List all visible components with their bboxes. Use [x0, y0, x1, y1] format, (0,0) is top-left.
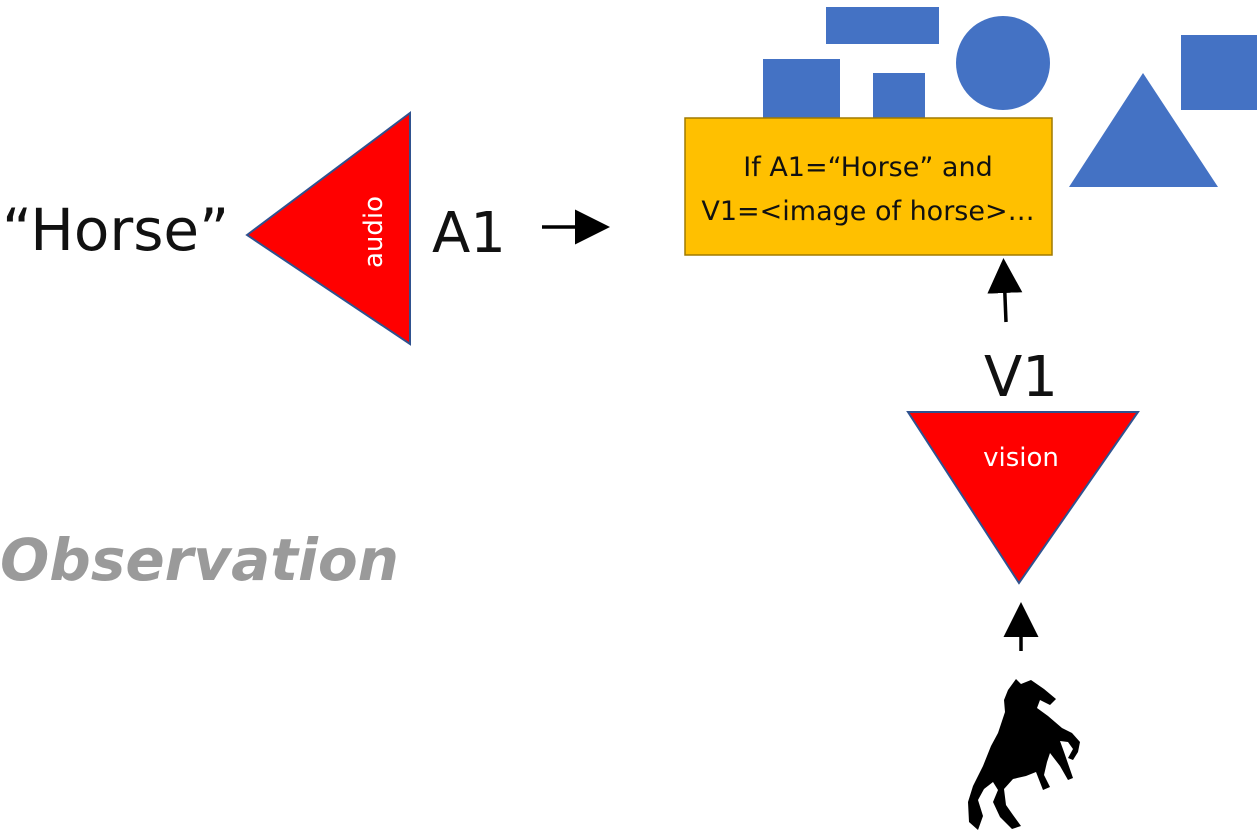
blue-square-left	[763, 59, 840, 121]
rule-line-2: V1=<image of horse>…	[701, 196, 1034, 227]
audio-label: audio	[359, 196, 389, 268]
blue-rectangle-top	[826, 7, 939, 44]
spoken-word-label: “Horse”	[2, 196, 229, 264]
blue-circle	[956, 16, 1050, 110]
vision-label: vision	[983, 443, 1059, 473]
blue-square-right	[1181, 35, 1257, 110]
rule-box	[684, 117, 1053, 256]
rearing-horse-silhouette-icon	[968, 679, 1080, 830]
arrow-v1-to-rule	[987, 258, 1023, 323]
rule-line-1: If A1=“Horse” and	[743, 152, 992, 183]
audio-sensor-triangle	[245, 111, 411, 346]
blue-square-small	[873, 73, 925, 121]
v1-label: V1	[984, 345, 1058, 410]
blue-triangle	[1069, 73, 1218, 187]
vision-sensor-triangle	[906, 411, 1140, 585]
observation-caption: Observation	[0, 526, 399, 594]
a1-label: A1	[432, 201, 506, 266]
